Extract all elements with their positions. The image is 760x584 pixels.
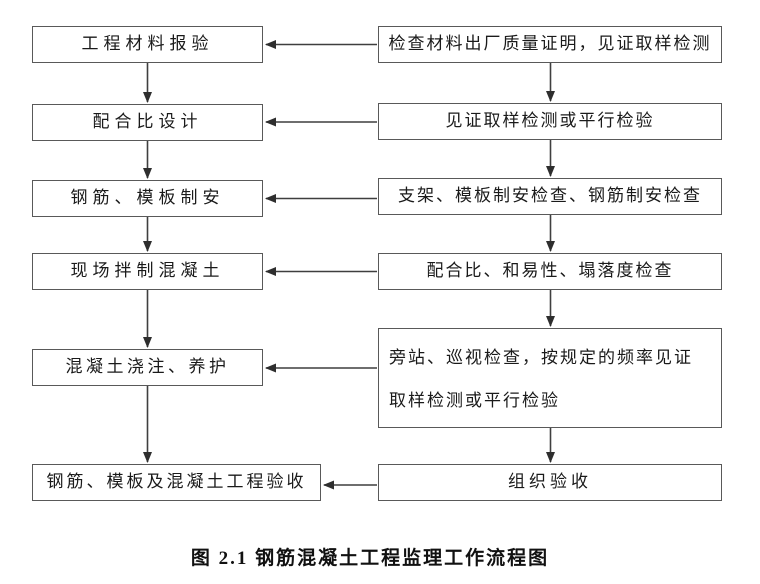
figure-caption: 图 2.1 钢筋混凝土工程监理工作流程图 (190, 548, 550, 569)
flow-box-support-formwork-rebar-installation-check: 支架、模板制安检查、钢筋制安检查 (378, 178, 722, 215)
flow-box-mix-workability-slump-check: 配合比、和易性、塌落度检查 (378, 253, 722, 290)
flow-box-concrete-pouring-curing: 混凝土浇注、养护 (32, 349, 263, 386)
flow-box-material-submission: 工程材料报验 (32, 26, 263, 63)
flow-box-rebar-formwork-installation: 钢筋、模板制安 (32, 180, 263, 217)
flow-box-witness-sampling-or-parallel-test: 见证取样检测或平行检验 (378, 103, 722, 140)
flow-box-side-station-patrol-inspection: 旁站、巡视检查，按规定的频率见证取样检测或平行检验 (378, 328, 722, 428)
flow-box-factory-quality-certificate-check: 检查材料出厂质量证明，见证取样检测 (378, 26, 722, 63)
flow-box-site-mixed-concrete: 现场拌制混凝土 (32, 253, 263, 290)
flow-box-rebar-formwork-concrete-acceptance: 钢筋、模板及混凝土工程验收 (32, 464, 321, 501)
flow-box-mix-ratio-design: 配合比设计 (32, 104, 263, 141)
flow-box-organize-acceptance: 组织验收 (378, 464, 722, 501)
